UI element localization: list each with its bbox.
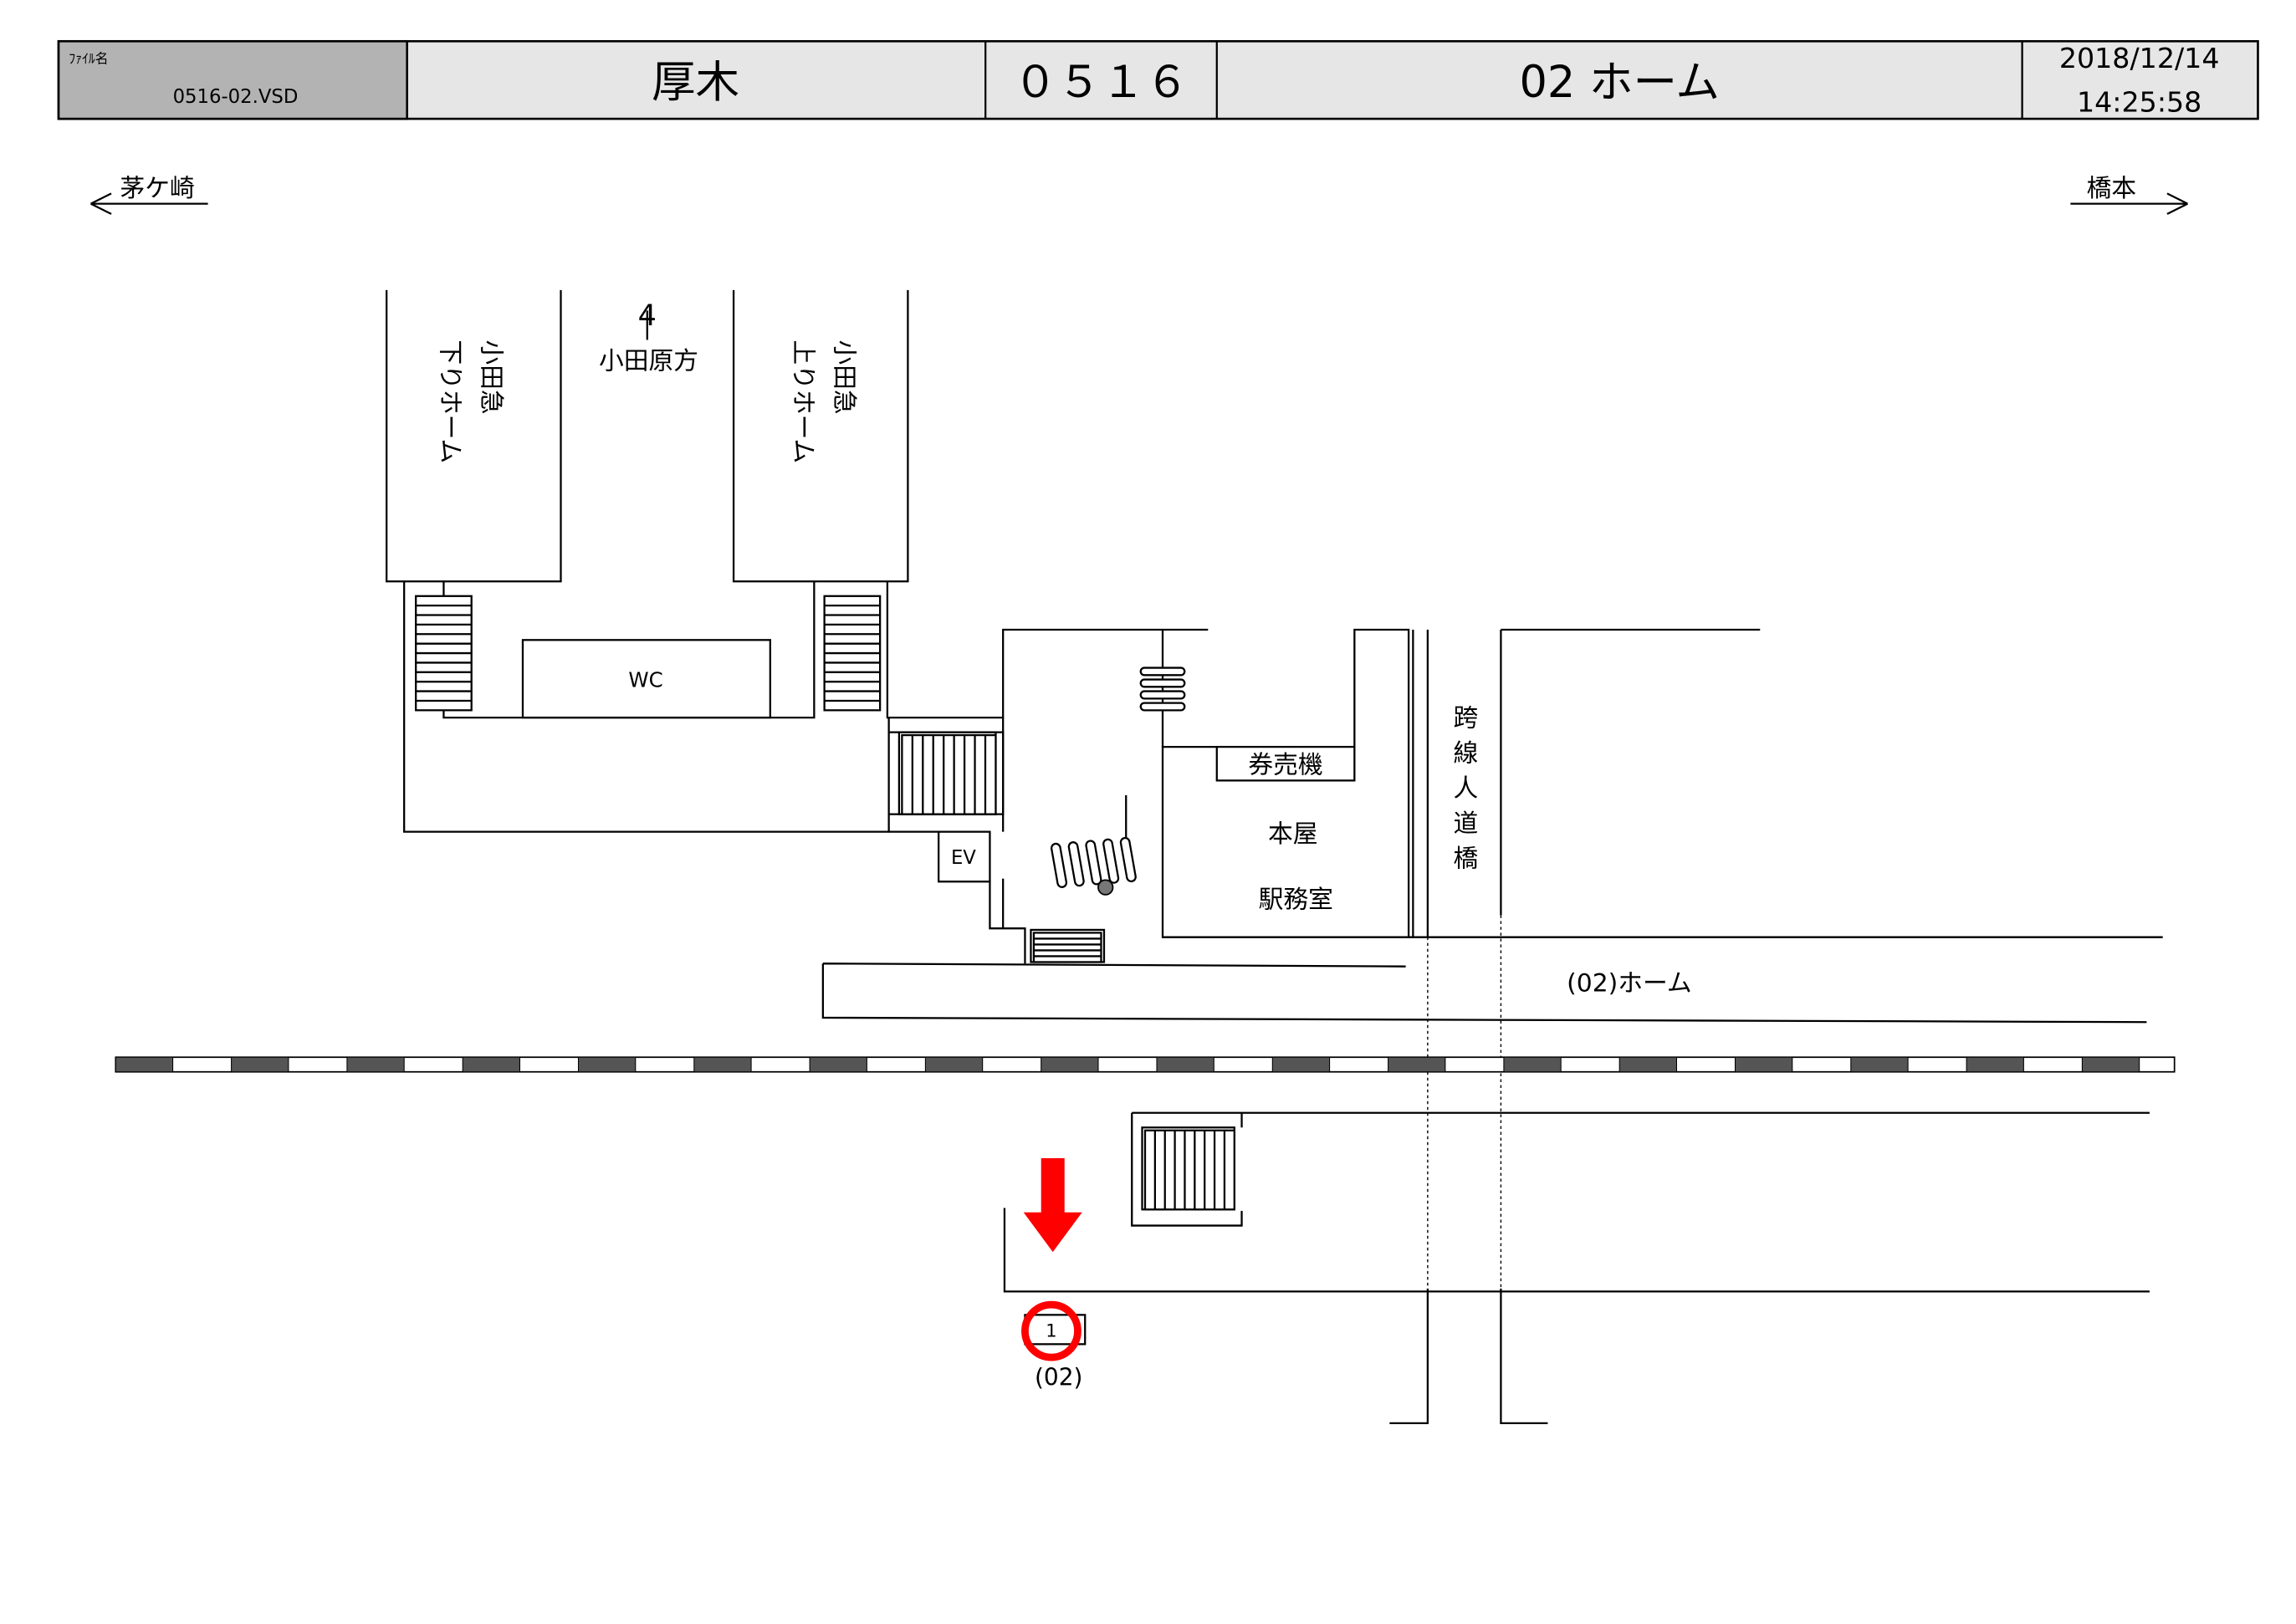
gate <box>1067 841 1085 887</box>
ticket-gates-angled <box>1050 836 1137 888</box>
elevator <box>938 830 991 883</box>
track-sleeper <box>1041 1056 1099 1073</box>
file-label: ﾌｧｲﾙ名 <box>69 51 108 67</box>
stairs-concourse <box>901 733 997 815</box>
track-sleeper <box>115 1056 174 1073</box>
svg-text:橋: 橋 <box>1454 845 1479 874</box>
file-cell <box>57 39 408 120</box>
down-arrow-icon <box>1023 1158 1082 1253</box>
footbridge-label: 跨 線 人 道 橋 <box>1454 704 1479 874</box>
gate <box>1139 690 1186 700</box>
track-sleeper <box>1734 1056 1793 1073</box>
svg-text:道: 道 <box>1454 809 1479 839</box>
track-sleeper <box>577 1056 637 1073</box>
main-building-label: 本屋 <box>1268 820 1318 849</box>
track-sleeper <box>231 1056 289 1073</box>
wc-label: WC <box>628 667 662 692</box>
direction-left: 茅ケ崎 <box>90 174 208 215</box>
station-office-label: 駅務室 <box>1259 886 1333 915</box>
odakyu-down-line1: 小田急 <box>477 340 506 414</box>
svg-text:人: 人 <box>1454 774 1479 804</box>
marker-label: (02) <box>1035 1363 1082 1391</box>
odakyu-up-line2: 上りホーム <box>789 340 818 463</box>
track-sleeper <box>2081 1056 2140 1073</box>
title-block: ﾌｧｲﾙ名 0516-02.VSD 厚木 ０５１６ 02 ホーム 2018/12… <box>57 39 2259 120</box>
station-name: 厚木 <box>652 57 739 108</box>
svg-text:跨: 跨 <box>1454 704 1479 733</box>
gate <box>1102 838 1120 884</box>
track-sleeper <box>1271 1056 1331 1073</box>
gate <box>1050 842 1068 888</box>
track-sleeper <box>1850 1056 1909 1073</box>
track-sleeper <box>924 1056 984 1073</box>
ticket-machine-label: 券売機 <box>1248 751 1322 780</box>
track-sleeper <box>1618 1056 1678 1073</box>
track-sleeper <box>809 1056 867 1073</box>
date: 2018/12/14 <box>2059 42 2220 74</box>
direction-right-label: 橋本 <box>2087 174 2137 203</box>
stairs-up <box>823 595 882 712</box>
track-sleeper <box>462 1056 521 1073</box>
platform-label: (02)ホーム <box>1567 968 1691 998</box>
gate <box>1139 678 1186 688</box>
gate <box>1085 840 1102 886</box>
gate <box>1139 702 1186 712</box>
gate <box>1139 666 1186 677</box>
direction-left-label: 茅ケ崎 <box>120 174 195 203</box>
pillar <box>1097 879 1114 896</box>
track-sleeper <box>1966 1056 2024 1073</box>
time: 14:25:58 <box>2077 85 2201 118</box>
place-name: 02 ホーム <box>1519 57 1719 108</box>
railway-track <box>115 1056 2140 1073</box>
stairs-lower <box>1143 1129 1235 1211</box>
odakyu-up-line1: 小田急 <box>830 340 859 414</box>
stairs-platform <box>1032 932 1102 963</box>
ev-label: EV <box>951 847 976 869</box>
stairs-down <box>415 595 473 712</box>
marker-number: 1 <box>1046 1321 1056 1341</box>
file-name: 0516-02.VSD <box>173 86 299 108</box>
track-sleeper <box>346 1056 405 1073</box>
ticket-gates <box>1139 666 1186 712</box>
highlight-circle <box>1021 1300 1082 1361</box>
odawara-direction: 小田原方 <box>599 346 698 375</box>
track-sleeper <box>1503 1056 1562 1073</box>
track-sleeper <box>693 1056 752 1073</box>
track-sleeper <box>1388 1056 1446 1073</box>
svg-text:線: 線 <box>1454 739 1479 769</box>
track-sleeper <box>1156 1056 1214 1073</box>
direction-right: 橋本 <box>2070 174 2188 215</box>
station-code: ０５１６ <box>1013 57 1189 108</box>
gate <box>1119 836 1137 883</box>
odakyu-down-line2: 下りホーム <box>436 340 465 463</box>
